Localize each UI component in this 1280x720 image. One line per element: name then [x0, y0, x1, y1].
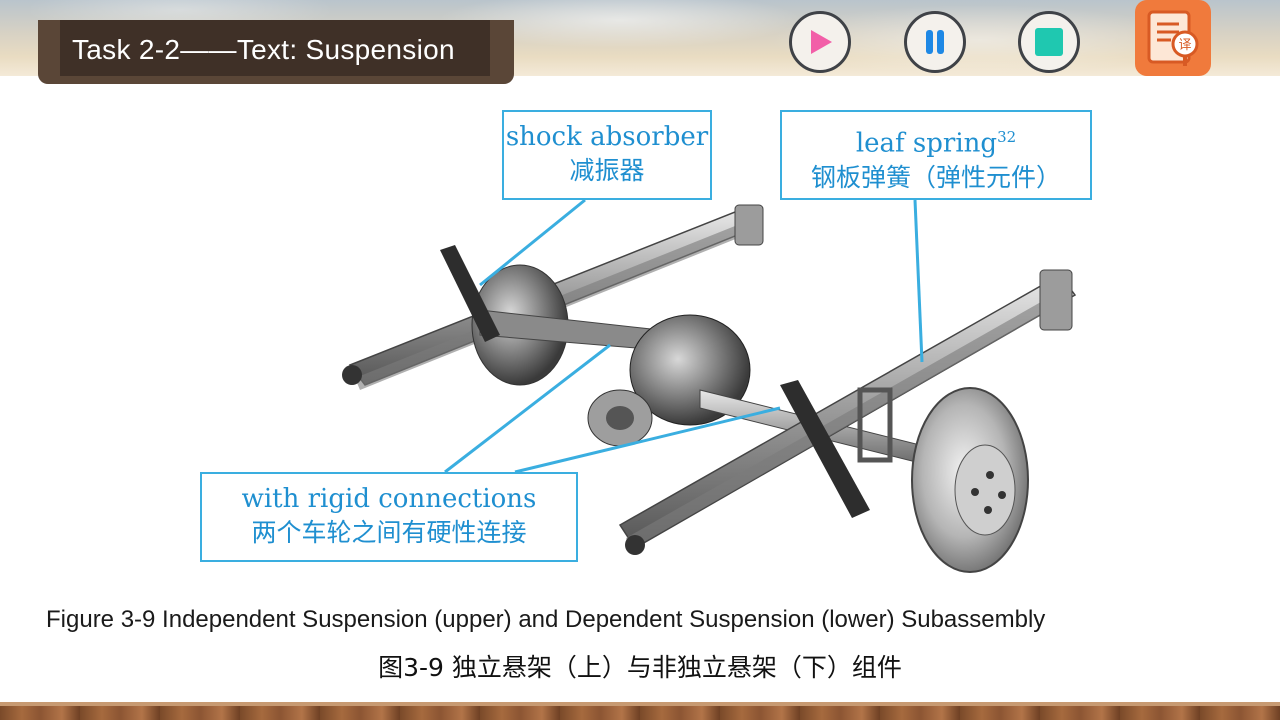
callout-leaf-spring-sup: 32 [997, 128, 1017, 146]
translate-button[interactable]: 译 [1135, 0, 1211, 76]
callout-rigid-en: with rigid connections [241, 484, 537, 514]
pause-icon [926, 30, 944, 54]
callout-line-rigid-1 [444, 343, 611, 474]
translate-glyph: 译 [1178, 38, 1191, 53]
callout-rigid-connections: with rigid connections 两个车轮之间有硬性连接 [200, 472, 578, 562]
callout-rigid-zh: 两个车轮之间有硬性连接 [251, 518, 527, 547]
callout-leaf-spring-en: leaf spring [855, 128, 998, 159]
callout-line-shock [479, 198, 586, 287]
callout-shock-absorber-en: shock absorber [505, 122, 709, 152]
axle-illustration [342, 198, 1077, 573]
page-title: Task 2-2——Text: Suspension [72, 34, 455, 65]
callout-line-rigid-2 [514, 406, 781, 474]
caption-english: Figure 3-9 Independent Suspension (upper… [46, 606, 1046, 633]
callout-leaf-spring: leaf spring32 钢板弹簧（弹性元件） [780, 110, 1092, 200]
callout-leaf-spring-zh: 钢板弹簧（弹性元件） [810, 162, 1061, 192]
stop-icon [1035, 28, 1063, 56]
callout-shock-absorber: shock absorber 减振器 [502, 110, 712, 200]
suspension-figure: shock absorber 减振器 leaf spring32 钢板弹簧（弹性… [180, 100, 1120, 600]
shock-absorber-upper [440, 245, 500, 342]
translate-icon: 译 [1147, 10, 1199, 66]
play-icon [811, 30, 832, 54]
callout-line-leaf [913, 199, 924, 363]
pause-button[interactable] [904, 11, 966, 73]
play-button[interactable] [789, 11, 851, 73]
caption-chinese: 图3-9 独立悬架（上）与非独立悬架（下）组件 [378, 653, 902, 682]
stop-button[interactable] [1018, 11, 1080, 73]
shock-absorber-lower [780, 380, 870, 518]
callout-shock-absorber-zh: 减振器 [569, 156, 645, 185]
wood-floor-decoration [0, 702, 1280, 720]
title-tab [60, 20, 490, 76]
